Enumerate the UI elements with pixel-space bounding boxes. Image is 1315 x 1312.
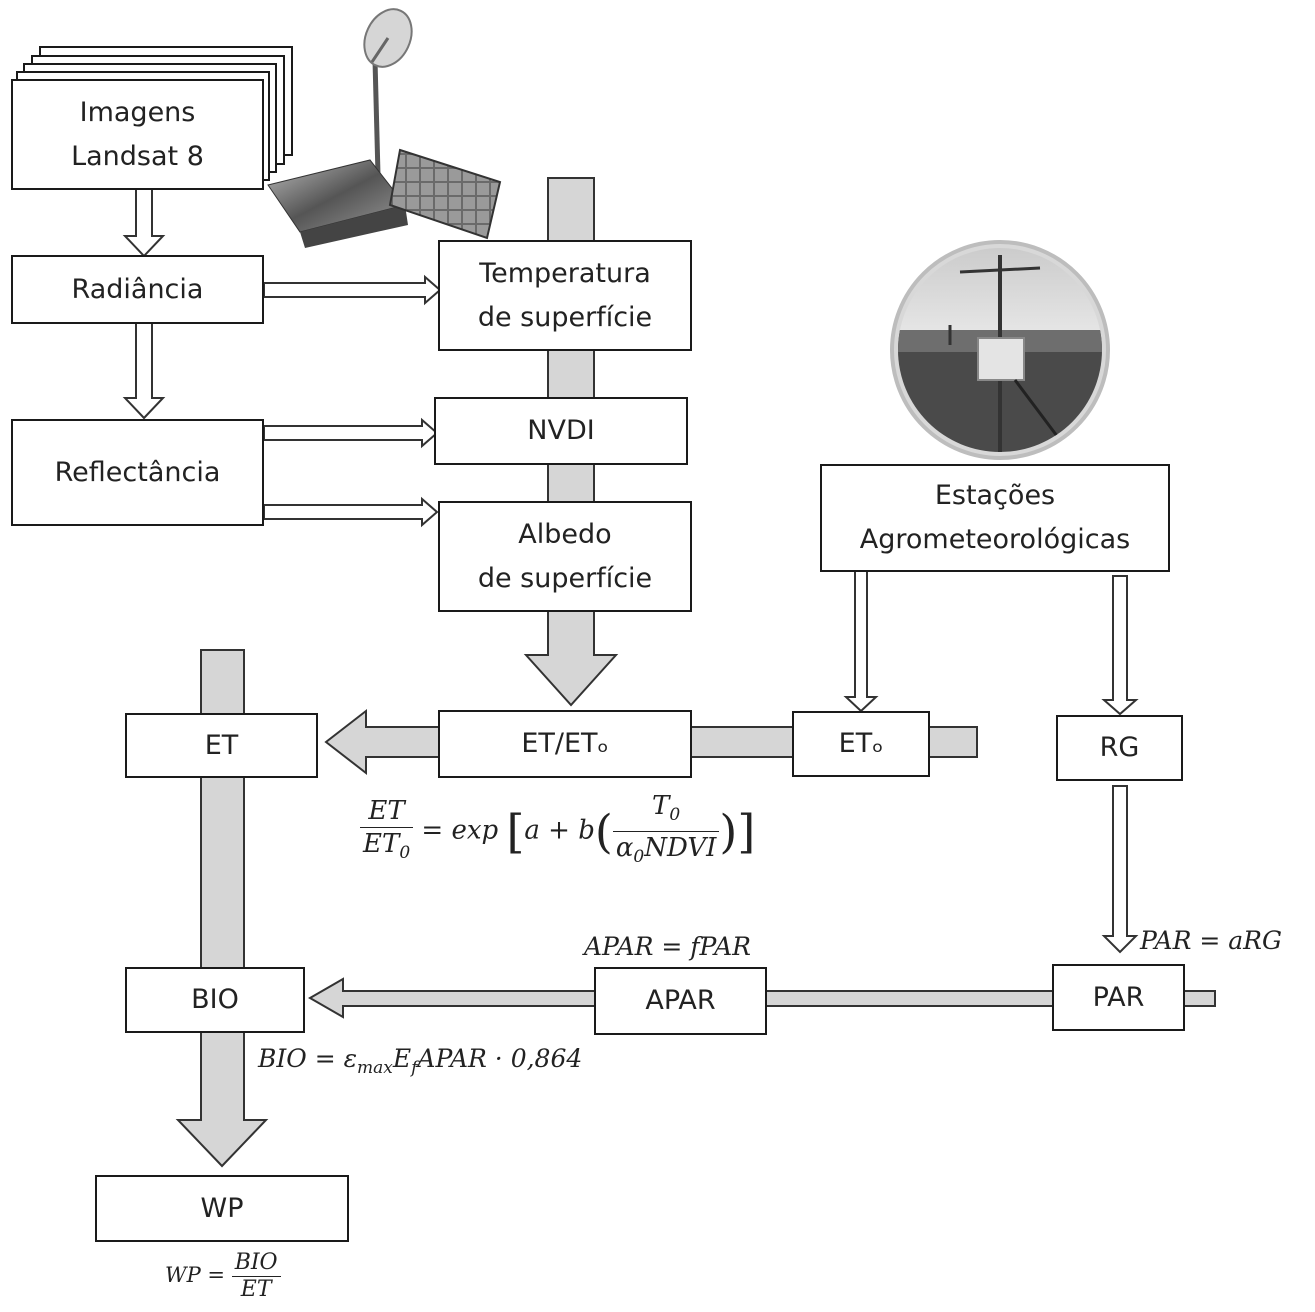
thin-arrows (122, 187, 1139, 954)
node-et: ET (125, 713, 318, 778)
arrow-imagens-radiancia (122, 187, 166, 258)
arrow-reflectancia-nvdi (263, 417, 439, 449)
satellite-icon (267, 8, 502, 248)
node-rg: RG (1056, 715, 1183, 781)
arrow-radiancia-temperatura (263, 274, 442, 306)
node-albedo: Albedo de superfície (438, 501, 692, 612)
node-eto: ETₒ (792, 711, 930, 777)
node-imagens-landsat: Imagens Landsat 8 (11, 79, 264, 190)
node-wp: WP (95, 1175, 349, 1242)
arrow-radiancia-reflectancia (122, 321, 166, 420)
node-et-eto: ET/ETₒ (438, 710, 692, 778)
arrow-estacoes-rg (1101, 575, 1139, 716)
equation-par: PAR = aRG (1140, 926, 1282, 955)
node-reflectancia: Reflectância (11, 419, 264, 526)
node-radiancia: Radiância (11, 255, 264, 324)
equation-apar: APAR = fPAR (584, 932, 751, 961)
node-estacoes: Estações Agrometeorológicas (820, 464, 1170, 572)
arrow-estacoes-eto (843, 570, 879, 713)
node-par: PAR (1052, 964, 1185, 1031)
equation-bio: BIO = εmaxEfAPAR · 0,864 (258, 1044, 583, 1078)
equation-wp: WP = BIO ET (165, 1250, 281, 1303)
node-nvdi: NVDI (434, 397, 688, 465)
node-apar: APAR (594, 967, 767, 1035)
weather-station-photo (890, 240, 1110, 460)
node-temperatura: Temperatura de superfície (438, 240, 692, 351)
arrow-reflectancia-albedo (263, 496, 439, 528)
arrow-rg-par (1101, 785, 1139, 954)
node-bio: BIO (125, 967, 305, 1033)
